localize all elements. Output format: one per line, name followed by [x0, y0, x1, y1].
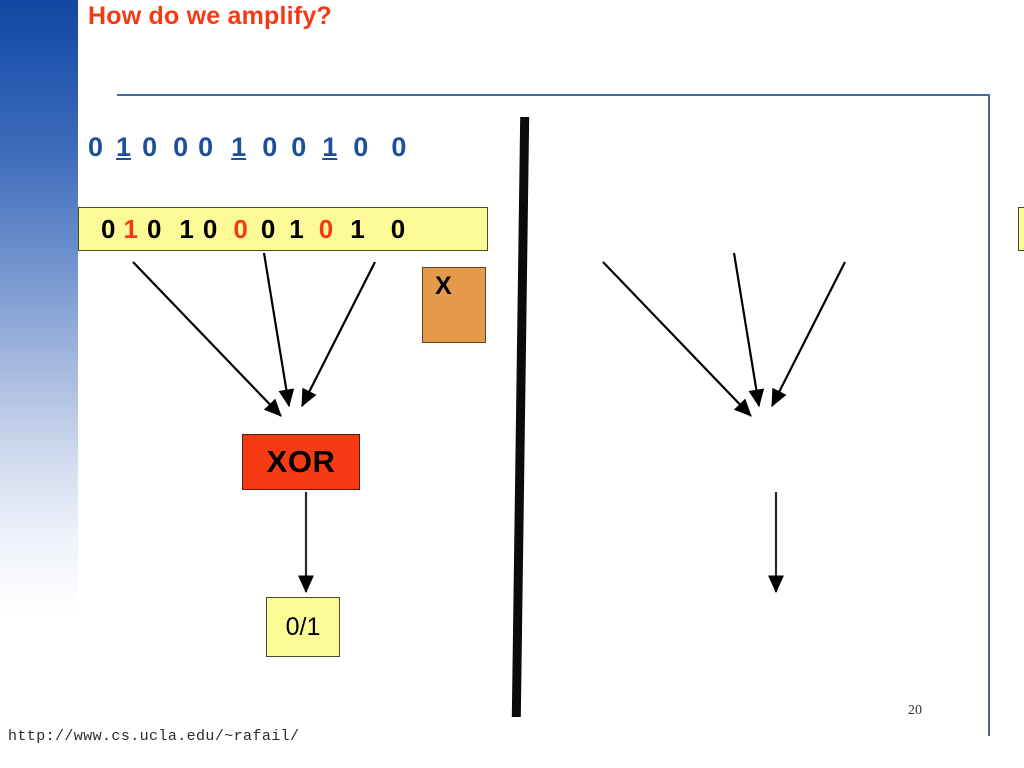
arrow-right-3: [771, 261, 846, 407]
source-bit: 0: [391, 132, 407, 162]
bit: 0: [202, 213, 218, 244]
arrow-left-1: [132, 261, 282, 417]
bit: 0: [390, 213, 406, 244]
source-bit: 0: [291, 132, 307, 162]
arrow-group-left: [132, 252, 376, 594]
bit-highlighted: 0: [233, 213, 248, 244]
source-bit: 1: [322, 132, 338, 162]
source-bit: 0: [88, 132, 104, 162]
source-bit: 0: [353, 132, 369, 162]
bit-box-right: 01011101010: [1018, 207, 1024, 251]
bit: 0: [146, 213, 162, 244]
footer-url: http://www.cs.ucla.edu/~rafail/: [8, 728, 300, 745]
sidebar-gradient-band: [0, 0, 78, 768]
bit: 1: [179, 213, 194, 244]
source-bit: 0: [142, 132, 158, 162]
source-bit: 0: [198, 132, 214, 162]
bit: 1: [289, 213, 304, 244]
output-box-left: 0/1: [266, 597, 340, 657]
arrow-right-1: [602, 261, 752, 417]
xor-gate-left: XOR: [242, 434, 360, 490]
arrow-left-2: [262, 252, 295, 408]
bit: 0: [260, 213, 276, 244]
page-number: 20: [908, 703, 922, 718]
source-bit: 1: [231, 132, 247, 162]
source-bit: 0: [173, 132, 189, 162]
frame-right-rule: [988, 94, 990, 736]
arrow-right-2: [732, 252, 765, 408]
bit-highlighted: 0: [318, 213, 334, 244]
source-bit: 1: [116, 132, 132, 162]
bit-highlighted: 1: [123, 213, 138, 244]
label-box-x: X: [422, 267, 486, 343]
bit: 1: [350, 213, 365, 244]
arrow-left-3: [301, 261, 376, 407]
center-divider: [511, 117, 530, 717]
arrow-group-right: [602, 252, 846, 594]
source-bit: 0: [262, 132, 278, 162]
bit: 0: [101, 213, 116, 244]
page-title: How do we amplify?: [88, 2, 332, 30]
frame-top-rule: [117, 94, 990, 96]
